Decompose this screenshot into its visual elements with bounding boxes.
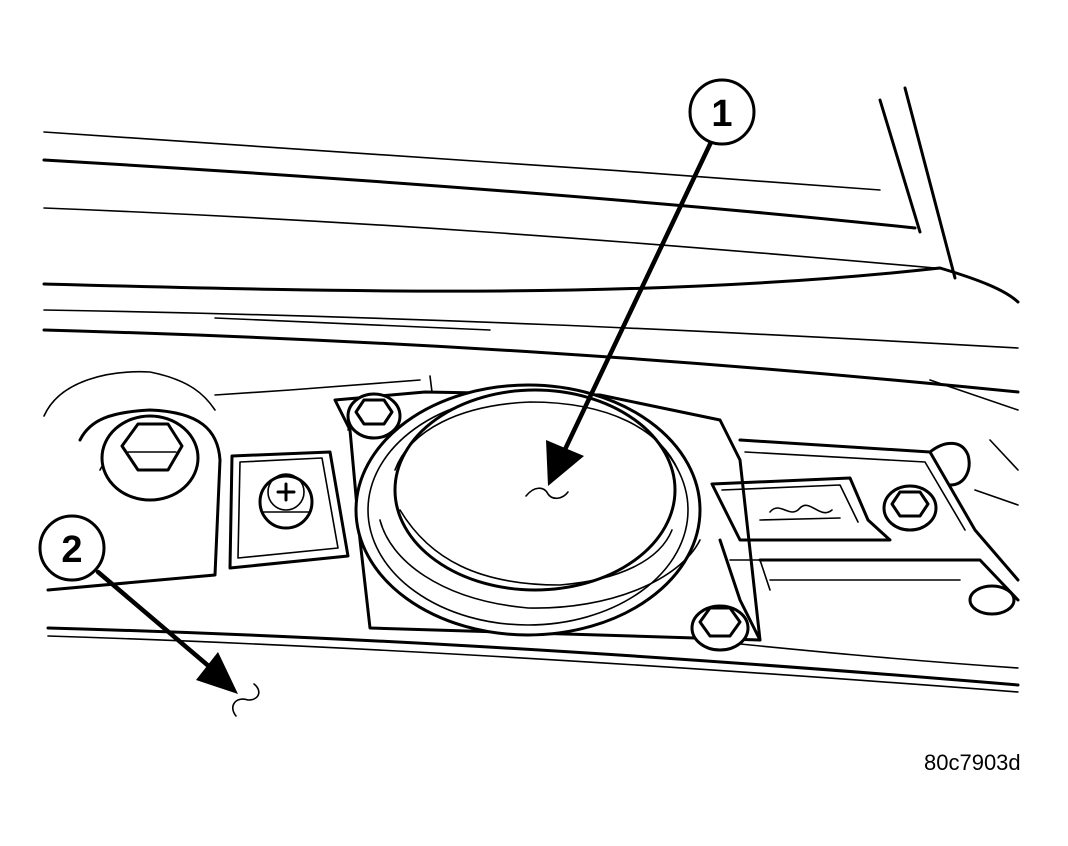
left-bracket [228,450,350,570]
right-nut [882,484,938,532]
figure-id: 80c7903d [924,750,1021,775]
leader-arrow-1 [546,137,715,486]
right-structure [738,438,1020,616]
leader-squiggle-1 [525,487,569,500]
callout-2: 2 [38,514,106,582]
callout-1: 1 [688,78,756,146]
bottom-nut [690,604,750,652]
leader-squiggle-2 [232,683,260,717]
callout-2-label: 2 [61,529,82,571]
left-hex-bolt [100,414,200,502]
leader-arrow-2 [95,569,238,694]
right-bracket [710,476,892,642]
hood-outline [42,86,1020,411]
callout-1-label: 1 [711,93,732,135]
strut-mount-cap [354,383,702,637]
top-left-nut [346,392,402,440]
